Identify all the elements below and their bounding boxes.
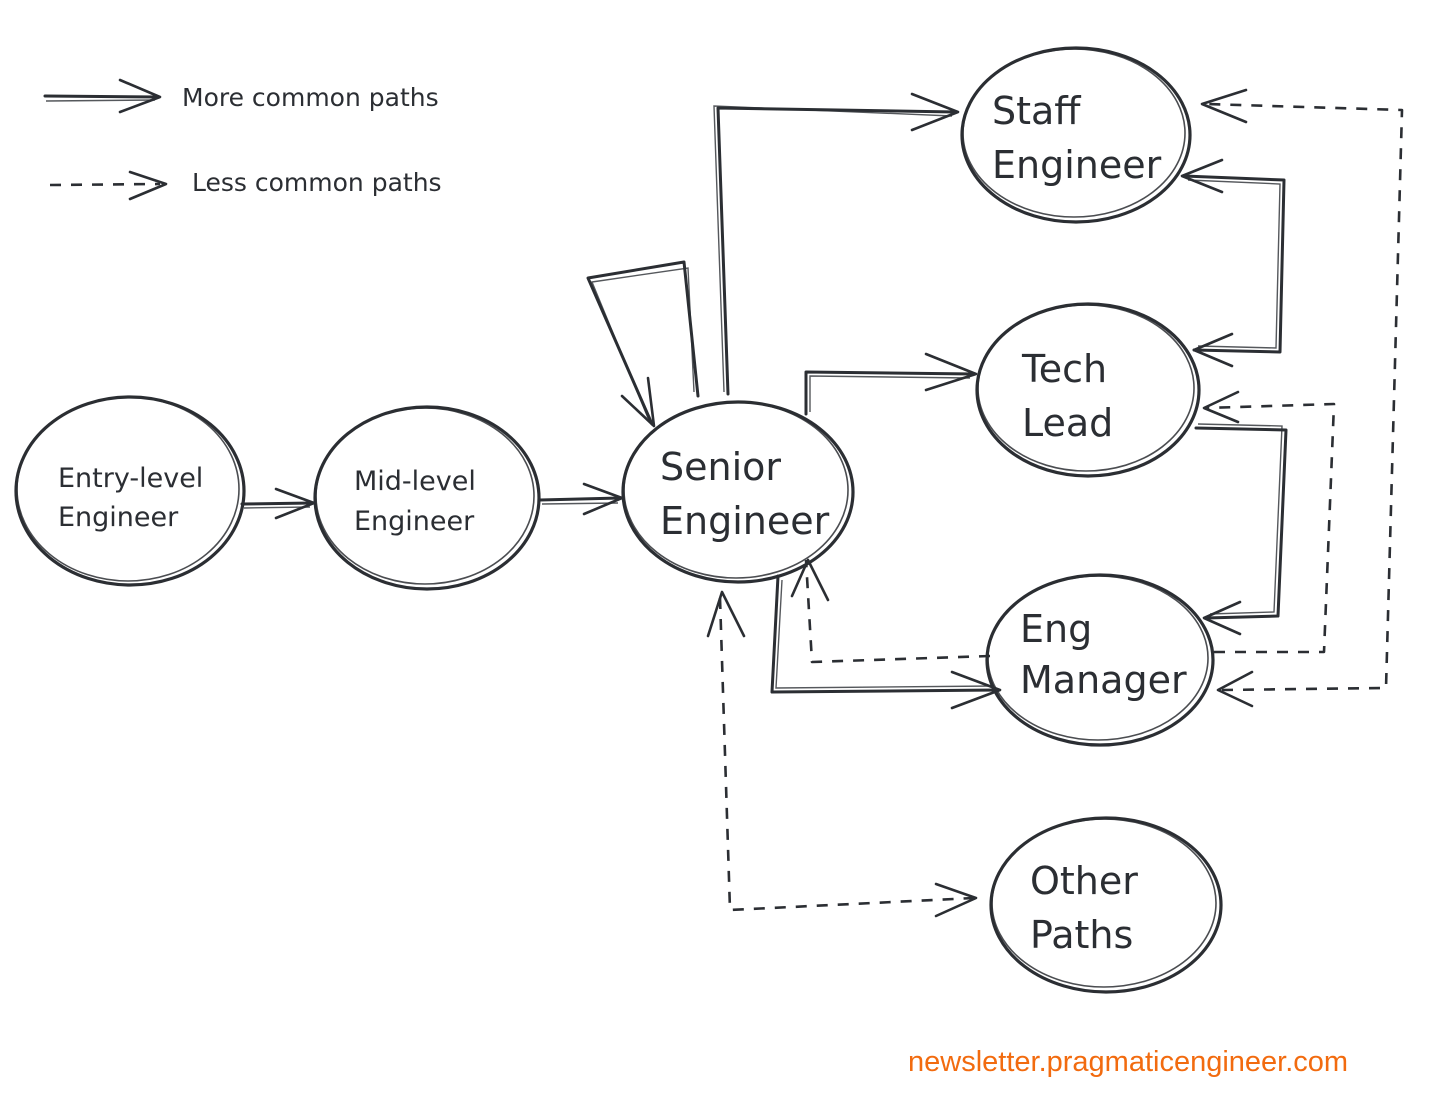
- mid-label-line2: Engineer: [354, 506, 475, 537]
- node-other-paths: Other Paths: [989, 816, 1223, 994]
- node-eng-manager: Eng Manager: [985, 573, 1215, 747]
- edge-tech-lead-to-staff: [1180, 158, 1286, 368]
- edge-eng-manager-to-senior: [790, 558, 991, 664]
- other-label-line2: Paths: [1030, 913, 1133, 957]
- legend-dashed-arrow: [49, 182, 161, 187]
- legend-dashed-label: Less common paths: [192, 168, 442, 197]
- mid-label-line1: Mid-level: [354, 466, 476, 497]
- edge-tech-lead-to-eng-manager: [1194, 423, 1288, 636]
- staff-label-line2: Engineer: [992, 143, 1162, 187]
- legend: More common paths Less common paths: [43, 78, 442, 201]
- edge-senior-to-eng-manager: [770, 574, 1002, 710]
- node-staff-engineer: Staff Engineer: [960, 46, 1192, 224]
- entry-label-line1: Entry-level: [58, 463, 203, 494]
- legend-dashed-arrow-head: [128, 170, 168, 201]
- legend-solid-label: More common paths: [182, 83, 439, 112]
- edge-mid-to-senior: [538, 482, 624, 516]
- eng-manager-label-line2: Manager: [1020, 658, 1187, 702]
- source-url: newsletter.pragmaticengineer.com: [908, 1046, 1349, 1078]
- node-senior-engineer: Senior Engineer: [621, 400, 855, 584]
- edge-eng-manager-to-staff: [1200, 88, 1404, 708]
- staff-label-line1: Staff: [992, 89, 1081, 133]
- edge-eng-manager-to-tech-lead: [1202, 390, 1336, 654]
- edge-senior-to-other-paths: [706, 590, 978, 918]
- eng-manager-label-line1: Eng: [1020, 607, 1092, 651]
- other-label-line1: Other: [1030, 859, 1138, 903]
- tech-lead-label-line2: Lead: [1022, 401, 1113, 445]
- senior-label-line1: Senior: [660, 445, 781, 489]
- node-mid-level-engineer: Mid-level Engineer: [313, 405, 541, 591]
- edge-senior-self-loop: [586, 260, 700, 428]
- entry-label-line2: Engineer: [58, 502, 179, 533]
- tech-lead-label-line1: Tech: [1021, 347, 1107, 391]
- node-entry-level-engineer: Entry-level Engineer: [14, 395, 246, 587]
- edge-senior-to-tech-lead: [804, 352, 978, 416]
- edge-senior-to-staff: [713, 92, 960, 396]
- legend-solid-arrow: [43, 94, 160, 99]
- legend-solid-arrow-head: [118, 78, 162, 114]
- edge-entry-to-mid: [240, 487, 316, 520]
- node-tech-lead: Tech Lead: [975, 302, 1201, 478]
- senior-label-line2: Engineer: [660, 499, 830, 543]
